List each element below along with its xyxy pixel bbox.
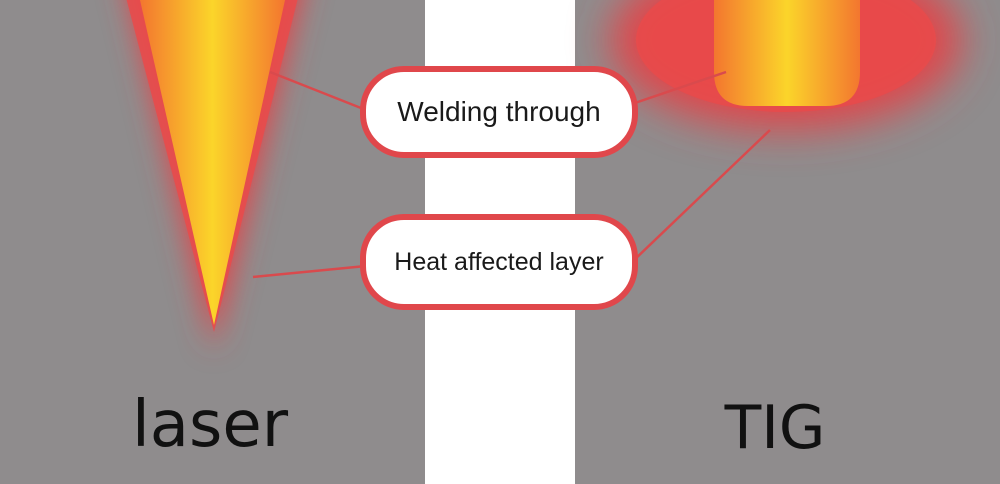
heat-affected-layer-text: Heat affected layer [394,247,604,276]
connector-laser-welding [269,70,367,112]
welding-through-text: Welding through [397,96,601,127]
tig-label: TIG [724,393,826,463]
callout-connectors [252,70,771,279]
welding-through-callout: Welding through [360,66,638,158]
laser-label: laser [131,388,289,462]
heat-affected-layer-callout: Heat affected layer [360,214,638,310]
tig-weld-core [714,0,860,106]
connector-tig-welding [631,70,727,106]
connector-laser-heat [252,264,367,279]
laser-weld-core [140,0,285,325]
connector-tig-heat [631,129,771,263]
